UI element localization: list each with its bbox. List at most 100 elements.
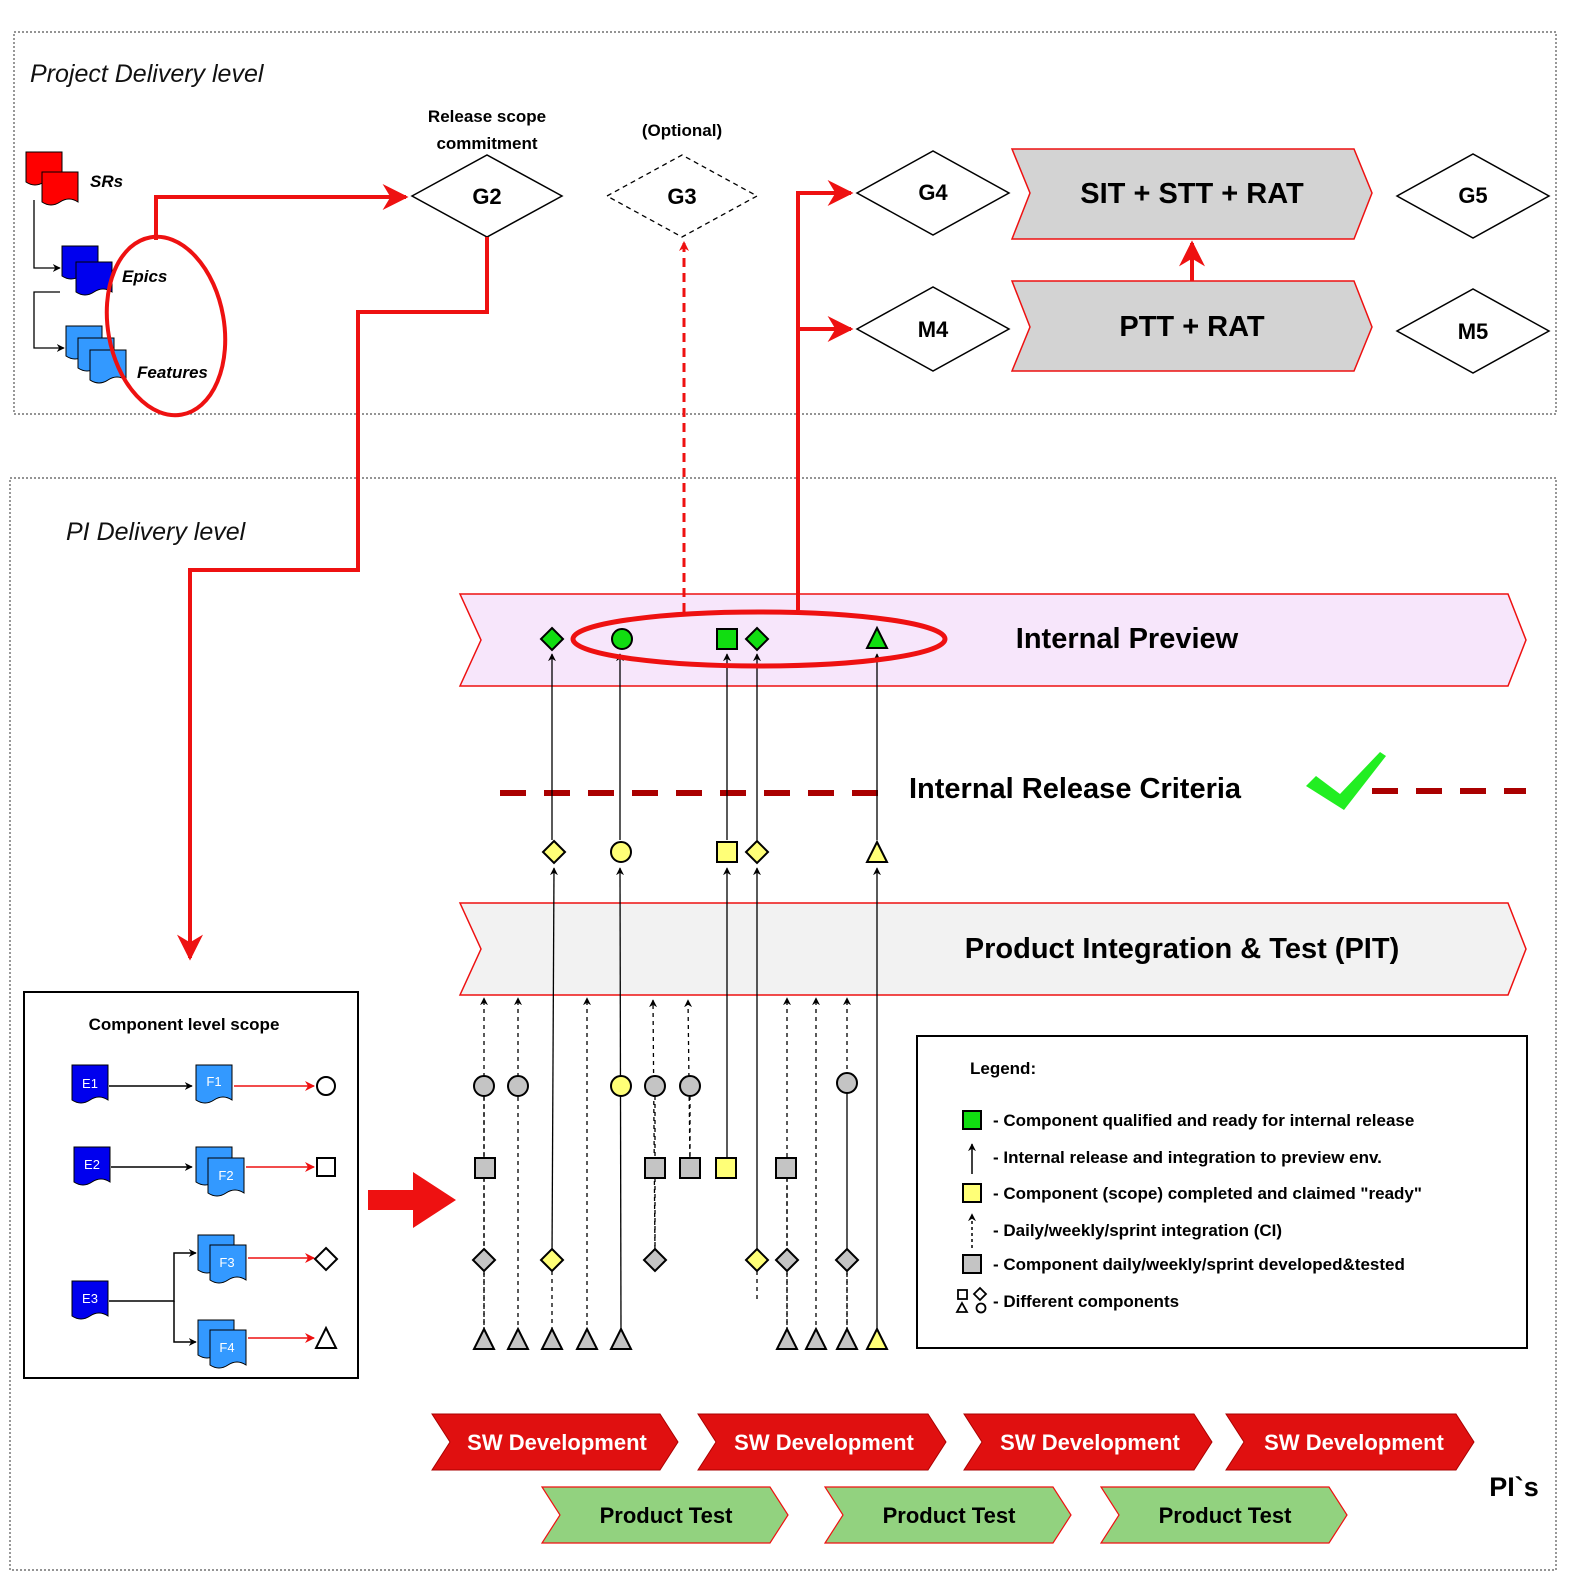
grid-link-lines bbox=[483, 1093, 848, 1329]
product-test-row: Product Test Product Test Product Test bbox=[540, 1486, 1348, 1544]
features-document-icon bbox=[65, 325, 127, 384]
g2-to-component-scope-arrow bbox=[177, 237, 489, 961]
product-test-chevron bbox=[823, 1486, 1072, 1544]
legend-qualified-icon bbox=[962, 1110, 982, 1130]
ready-triangle-marker bbox=[865, 839, 889, 863]
e3-to-features-connector bbox=[109, 1249, 197, 1302]
scope-to-development-arrow bbox=[368, 1172, 456, 1228]
g5-label: G5 bbox=[1458, 183, 1487, 208]
checkmark-icon bbox=[1306, 752, 1386, 810]
g3-label: G3 bbox=[667, 184, 696, 209]
g4-gate bbox=[855, 150, 1011, 236]
scope-to-g2-arrow bbox=[154, 184, 409, 240]
sw-development-chevron bbox=[1225, 1413, 1475, 1471]
srs-document-icon bbox=[25, 151, 79, 206]
component-square-shape bbox=[316, 1157, 336, 1177]
m5-milestone bbox=[1395, 288, 1551, 374]
m4-label: M4 bbox=[918, 317, 949, 342]
sw-development-row: SW Development SW Development SW Develop… bbox=[431, 1413, 1475, 1471]
qualified-components bbox=[539, 625, 889, 652]
preview-components-highlight bbox=[570, 609, 948, 669]
legend-title: Legend: bbox=[970, 1059, 1036, 1078]
g2-caption-line2: commitment bbox=[436, 134, 537, 153]
pi-delivery-frame bbox=[9, 477, 1557, 1571]
epics-to-features-connector bbox=[33, 291, 65, 352]
integration-lines bbox=[480, 653, 881, 1334]
g2-label: G2 bbox=[472, 184, 501, 209]
developed-components bbox=[471, 1072, 889, 1350]
project-delivery-title: Project Delivery level bbox=[30, 60, 265, 88]
e2-label: E2 bbox=[84, 1157, 100, 1172]
e2-document-icon bbox=[73, 1146, 111, 1186]
g4-label: G4 bbox=[918, 180, 948, 205]
release-criteria-label: Internal Release Criteria bbox=[909, 773, 1242, 805]
sw-development-chevron bbox=[963, 1413, 1213, 1471]
qualified-diamond-marker bbox=[539, 626, 565, 652]
e1-label: E1 bbox=[82, 1076, 98, 1091]
f1-document-icon bbox=[195, 1064, 233, 1104]
epics-features-highlight bbox=[104, 234, 228, 418]
f4-document-icon bbox=[197, 1319, 247, 1369]
ptt-rat-phase bbox=[1010, 280, 1373, 372]
preview-to-g4-arrow bbox=[796, 180, 854, 610]
product-test-label: Product Test bbox=[883, 1503, 1017, 1528]
f3-document-icon bbox=[197, 1234, 247, 1284]
g2-caption-line1: Release scope bbox=[428, 107, 546, 126]
product-test-label: Product Test bbox=[600, 1503, 734, 1528]
sw-development-label: SW Development bbox=[734, 1430, 914, 1455]
project-delivery-frame bbox=[13, 31, 1557, 415]
product-test-label: Product Test bbox=[1159, 1503, 1293, 1528]
qualified-square-marker bbox=[716, 628, 738, 650]
e3-document-icon bbox=[71, 1280, 109, 1320]
f1-label: F1 bbox=[206, 1074, 221, 1089]
ready-diamond-marker bbox=[541, 839, 567, 865]
qualified-circle-marker bbox=[611, 628, 633, 650]
f3-label: F3 bbox=[219, 1255, 234, 1270]
product-test-chevron bbox=[1099, 1486, 1348, 1544]
e3-label: E3 bbox=[82, 1291, 98, 1306]
ptt-rat-label: PTT + RAT bbox=[1119, 311, 1265, 343]
pis-label: PI`s bbox=[1489, 1472, 1539, 1502]
component-scope-title: Component level scope bbox=[89, 1015, 280, 1034]
g2-gate bbox=[410, 154, 564, 238]
sw-development-label: SW Development bbox=[467, 1430, 647, 1455]
legend-shapes-icon bbox=[955, 1286, 988, 1314]
m5-label: M5 bbox=[1458, 319, 1489, 344]
g3-gate bbox=[605, 154, 759, 238]
g5-gate bbox=[1395, 153, 1551, 239]
srs-to-epics-connector bbox=[33, 200, 61, 272]
legend-qualified-text: - Component qualified and ready for inte… bbox=[993, 1111, 1414, 1130]
epics-label: Epics bbox=[122, 267, 167, 286]
e1-document-icon bbox=[71, 1064, 109, 1104]
legend-components-text: - Different components bbox=[993, 1292, 1179, 1311]
sw-development-label: SW Development bbox=[1264, 1430, 1444, 1455]
qualified-diamond-marker bbox=[744, 626, 770, 652]
f4-label: F4 bbox=[219, 1340, 234, 1355]
sit-stt-rat-label: SIT + STT + RAT bbox=[1080, 178, 1304, 210]
legend-release-text: - Internal release and integration to pr… bbox=[993, 1148, 1382, 1167]
legend-ci-text: - Daily/weekly/sprint integration (CI) bbox=[993, 1221, 1282, 1240]
component-circle-shape bbox=[316, 1076, 336, 1096]
qualified-triangle-marker bbox=[865, 625, 889, 649]
legend-developed-text: - Component daily/weekly/sprint develope… bbox=[993, 1255, 1405, 1274]
legend-ready-text: - Component (scope) completed and claime… bbox=[993, 1184, 1422, 1203]
sw-development-label: SW Development bbox=[1000, 1430, 1180, 1455]
product-test-chevron bbox=[540, 1486, 789, 1544]
m4-milestone bbox=[855, 286, 1011, 372]
legend-box bbox=[916, 1035, 1528, 1349]
component-scope-box bbox=[23, 991, 359, 1379]
legend-ready-icon bbox=[962, 1183, 982, 1203]
g3-caption: (Optional) bbox=[642, 121, 722, 140]
ready-diamond-marker bbox=[744, 839, 770, 865]
sit-stt-rat-phase bbox=[1010, 148, 1373, 240]
ready-components bbox=[541, 839, 889, 865]
legend-developed-icon bbox=[962, 1254, 982, 1274]
srs-label: SRs bbox=[90, 172, 123, 191]
ready-circle-marker bbox=[610, 841, 632, 863]
f2-label: F2 bbox=[218, 1168, 233, 1183]
sw-development-chevron bbox=[697, 1413, 947, 1471]
sw-development-chevron bbox=[431, 1413, 679, 1471]
internal-preview-label: Internal Preview bbox=[1016, 623, 1239, 655]
pi-delivery-title: PI Delivery level bbox=[66, 518, 247, 546]
